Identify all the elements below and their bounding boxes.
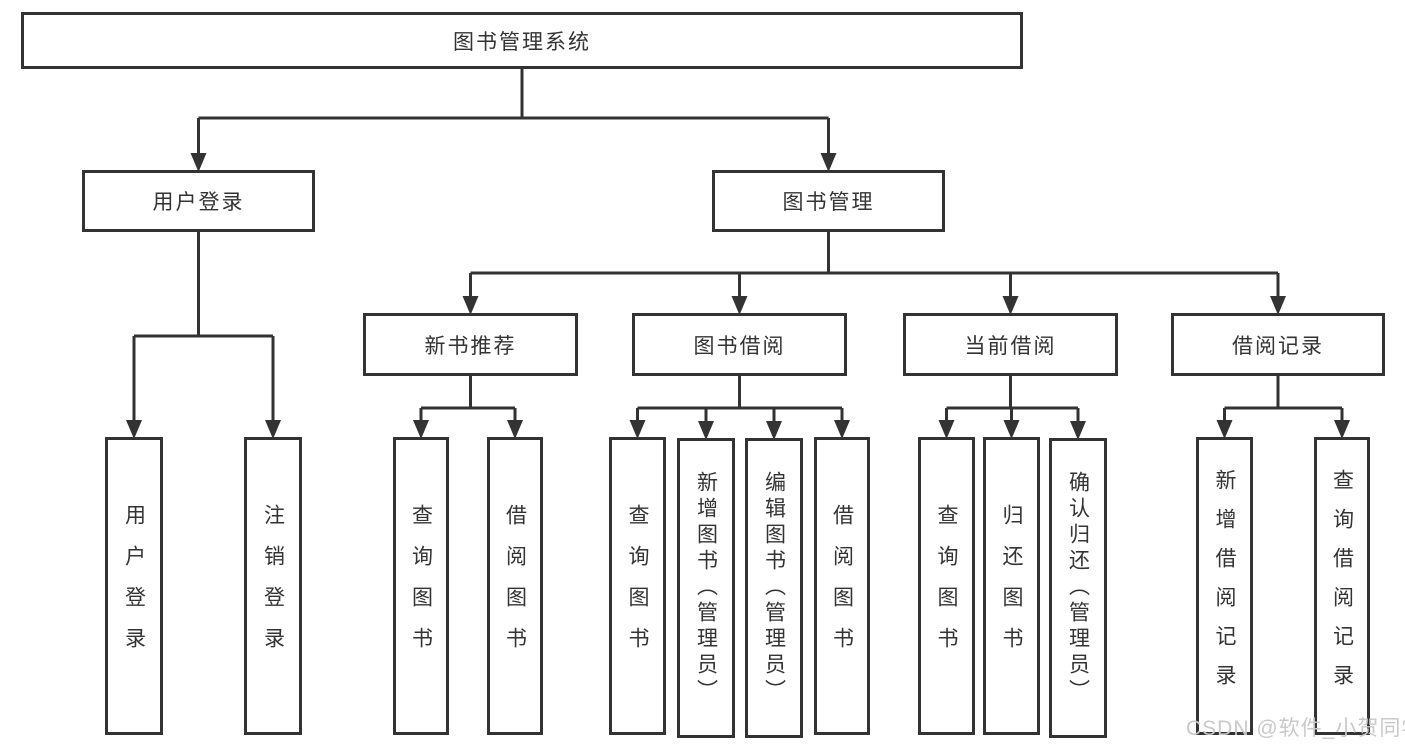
- node-br-query: 查询借阅记录: [1314, 437, 1370, 735]
- node-label: 查询图书: [626, 504, 649, 668]
- node-book-mgmt: 图书管理: [712, 170, 945, 232]
- node-nb-query: 查询图书: [393, 437, 449, 735]
- node-label: 注销登录: [261, 504, 285, 668]
- node-bb-query: 查询图书: [609, 437, 666, 735]
- node-leaf-logout: 注销登录: [244, 437, 302, 735]
- node-label: 编辑图书（管理员）: [762, 471, 786, 705]
- node-label: 归还图书: [1000, 504, 1023, 668]
- node-label: 新书推荐: [424, 334, 517, 358]
- node-label: 借阅记录: [1232, 334, 1324, 358]
- node-label: 图书管理系统: [453, 30, 591, 54]
- node-cb-confirm: 确认归还（管理员）: [1049, 438, 1107, 738]
- node-label: 用户登录: [122, 504, 146, 668]
- node-leaf-user-login: 用户登录: [105, 437, 163, 735]
- node-nb-borrow: 借阅图书: [487, 437, 543, 735]
- node-label: 确认归还（管理员）: [1066, 471, 1090, 705]
- node-label: 借阅图书: [503, 504, 527, 668]
- node-bb-edit: 编辑图书（管理员）: [745, 438, 803, 738]
- node-br-add: 新增借阅记录: [1196, 437, 1253, 735]
- node-root: 图书管理系统: [21, 12, 1023, 69]
- node-label: 图书借阅: [693, 334, 786, 358]
- node-label: 图书管理: [782, 191, 875, 214]
- watermark: CSDN @软件_小贺同学: [1186, 717, 1405, 740]
- node-bb-borrow: 借阅图书: [814, 437, 870, 735]
- node-label: 新增借阅记录: [1213, 469, 1236, 703]
- node-label: 用户登录: [152, 191, 245, 214]
- node-bb-add: 新增图书（管理员）: [677, 438, 735, 738]
- node-label: 借阅图书: [830, 504, 854, 668]
- node-label: 新增图书（管理员）: [694, 471, 718, 705]
- node-borrow-records: 借阅记录: [1171, 313, 1385, 376]
- node-cb-return: 归还图书: [983, 437, 1040, 735]
- node-label: 查询借阅记录: [1330, 469, 1354, 703]
- node-label: 查询图书: [409, 504, 433, 668]
- node-book-borrow: 图书借阅: [632, 313, 847, 376]
- node-label: 当前借阅: [964, 334, 1057, 358]
- node-user-login: 用户登录: [82, 170, 315, 232]
- node-current-borrow: 当前借阅: [903, 313, 1118, 376]
- node-cb-query: 查询图书: [918, 437, 975, 735]
- node-label: 查询图书: [935, 504, 958, 668]
- node-new-book-rec: 新书推荐: [363, 313, 578, 376]
